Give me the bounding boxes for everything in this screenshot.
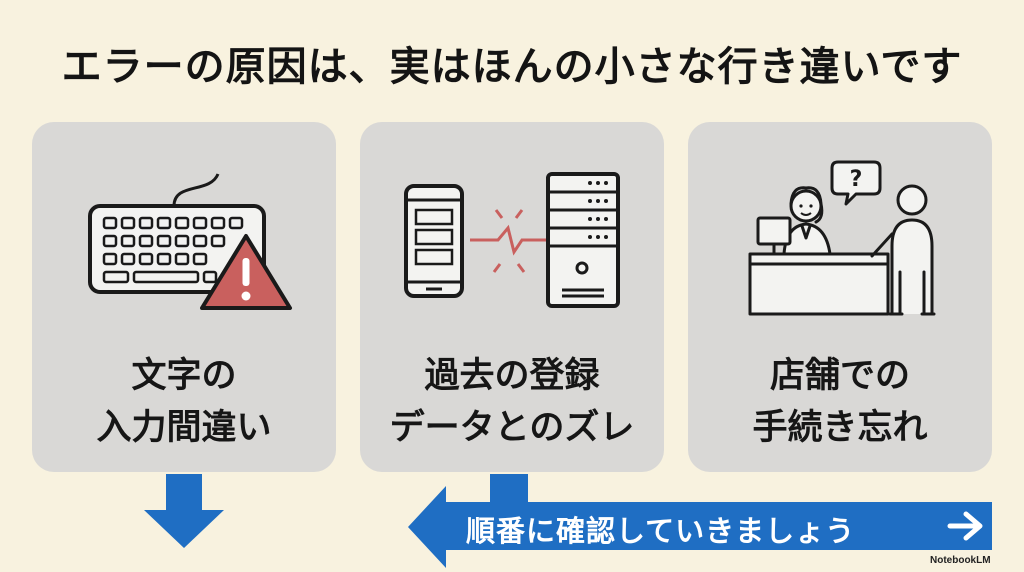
card-label-line2: 手続き忘れ [752,408,928,448]
down-arrow [144,474,224,548]
card-data-mismatch: 過去の登録 データとのズレ [360,122,664,472]
card-label-line1: 文字の [131,356,237,396]
card-label: 過去の登録 データとのズレ [360,350,664,454]
arrow-right-icon [947,511,983,541]
banner-arrow [408,474,992,568]
svg-text:?: ? [850,167,863,192]
keyboard-warning-icon [88,173,292,310]
phone-server-mismatch-icon [404,172,620,308]
watermark: NotebookLM [930,555,991,566]
card-label-line2: 入力間違い [96,408,272,448]
page-title: エラーの原因は、実はほんの小さな行き違いです [61,44,963,90]
card-typing-error: 文字の 入力間違い [32,122,336,472]
card-store-procedure: ? 店舗での 手続き忘れ [688,122,992,472]
card-label-line1: 過去の登録 [424,356,600,396]
card-label-line1: 店舗での [769,356,910,396]
card-label: 店舗での 手続き忘れ [688,350,992,454]
card-label-line2: データとのズレ [389,408,635,448]
card-label: 文字の 入力間違い [32,350,336,454]
store-counter-icon: ? [748,160,936,316]
banner-text: 順番に確認していきましょう [466,514,856,548]
